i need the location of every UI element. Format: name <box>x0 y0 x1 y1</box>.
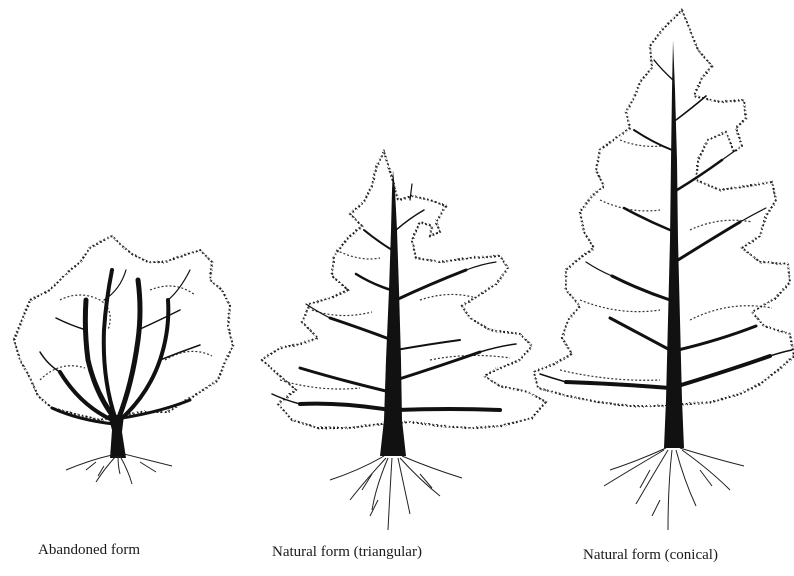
tree-triangular-canopy <box>262 152 546 428</box>
tree-abandoned <box>14 236 233 484</box>
tree-abandoned-canopy <box>14 236 233 420</box>
tree-triangular <box>262 152 546 530</box>
tree-conical <box>534 10 794 530</box>
caption-natural-conical: Natural form (conical) <box>583 546 718 564</box>
tree-triangular-trunk <box>380 170 406 456</box>
caption-natural-triangular: Natural form (triangular) <box>272 543 422 561</box>
caption-abandoned-form: Abandoned form <box>38 541 140 559</box>
